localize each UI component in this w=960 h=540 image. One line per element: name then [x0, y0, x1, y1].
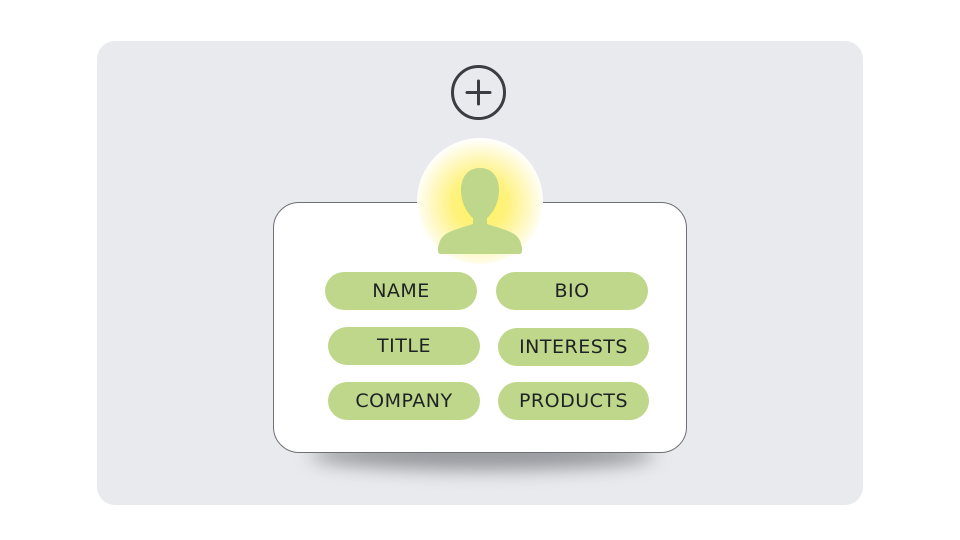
- plus-icon: [465, 79, 492, 106]
- user-silhouette-icon: [438, 168, 522, 254]
- add-profile-button[interactable]: [451, 65, 506, 120]
- field-pill-bio[interactable]: BIO: [496, 272, 648, 310]
- field-pill-interests[interactable]: INTERESTS: [498, 328, 649, 366]
- field-pill-name[interactable]: NAME: [325, 272, 477, 310]
- field-pill-company[interactable]: COMPANY: [328, 382, 480, 420]
- field-pill-title[interactable]: TITLE: [328, 327, 480, 365]
- field-pill-products[interactable]: PRODUCTS: [498, 382, 649, 420]
